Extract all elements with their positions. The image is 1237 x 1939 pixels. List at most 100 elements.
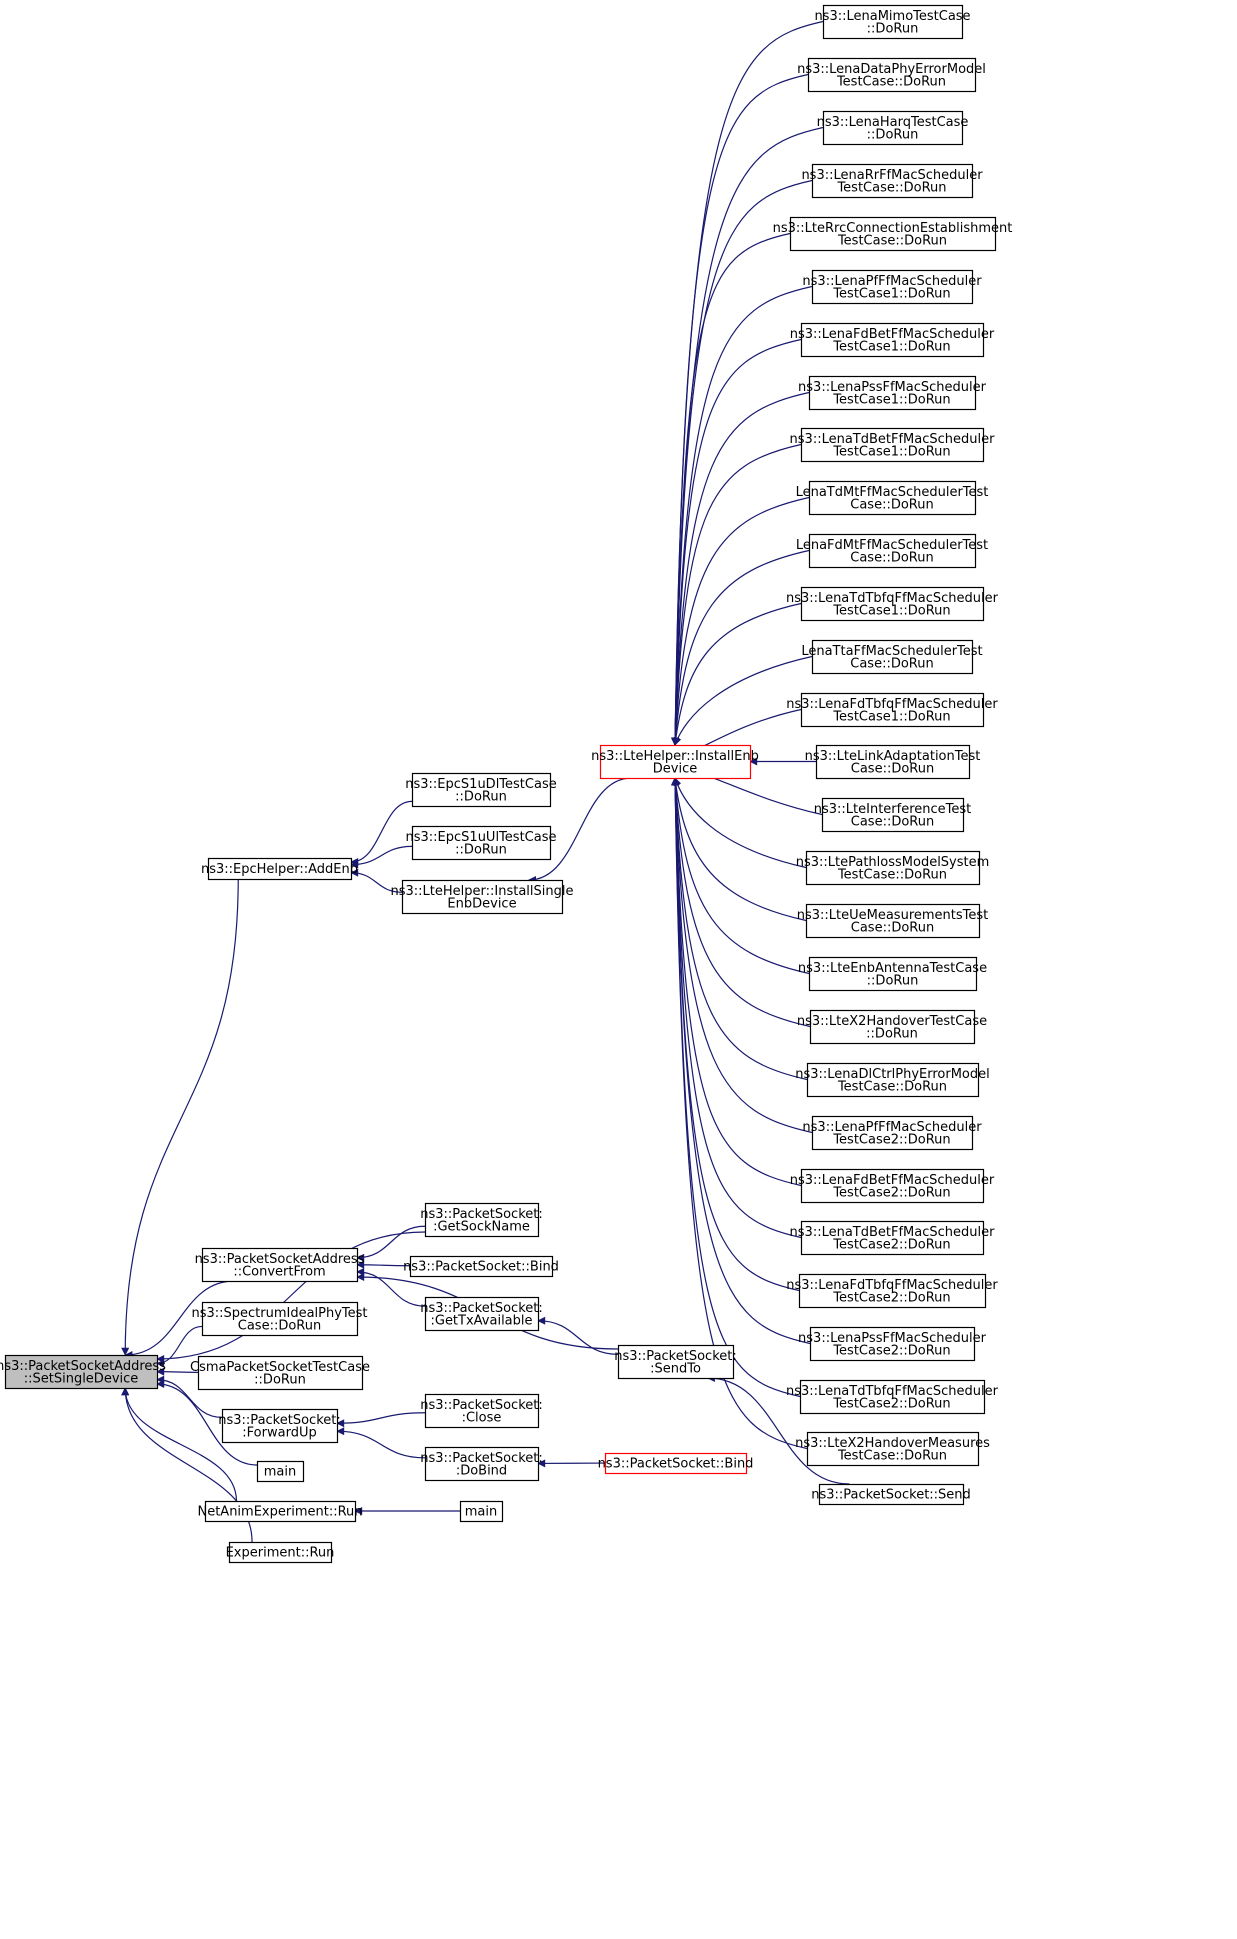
graph-node-c7[interactable]: Experiment::Run xyxy=(226,1541,335,1564)
node-box xyxy=(411,772,552,808)
node-box xyxy=(811,1115,974,1151)
graph-node-r8[interactable]: ns3::LenaTdBetFfMacSchedulerTestCase1::D… xyxy=(790,427,996,463)
graph-node-r27[interactable]: ns3::LteX2HandoverMeasuresTestCase::DoRu… xyxy=(795,1431,990,1467)
call-edge-c3-to-n0 xyxy=(156,1367,199,1376)
graph-node-r5[interactable]: ns3::LenaPfFfMacSchedulerTestCase1::DoRu… xyxy=(802,269,982,305)
node-box xyxy=(808,375,977,411)
graph-node-n3[interactable]: ns3::EpcS1uUlTestCase::DoRun xyxy=(406,825,557,861)
graph-node-d5[interactable]: ns3::PacketSocket::Close xyxy=(420,1393,543,1429)
call-edge-r4-to-n5 xyxy=(671,232,791,746)
graph-node-r18[interactable]: ns3::LteEnbAntennaTestCase::DoRun xyxy=(798,956,987,992)
node-box xyxy=(409,1255,554,1278)
call-edge-r20-to-n5 xyxy=(671,777,808,1081)
node-box xyxy=(806,1062,980,1098)
node-label-line: ns3::LenaPfFfMacScheduler xyxy=(802,1120,982,1135)
graph-node-n0[interactable]: ns3::PacketSocketAddress::SetSingleDevic… xyxy=(0,1354,166,1390)
node-label-line: Case::DoRun xyxy=(850,550,933,565)
graph-node-d6[interactable]: ns3::PacketSocket::DoBind xyxy=(420,1446,543,1482)
node-box xyxy=(806,1431,980,1467)
graph-node-d1[interactable]: ns3::PacketSocket::GetSockName xyxy=(420,1202,543,1238)
graph-node-r28[interactable]: ns3::PacketSocket::Send xyxy=(811,1483,971,1506)
focus-node-box xyxy=(4,1354,159,1390)
call-edge-d1-to-n0 xyxy=(156,1231,426,1363)
node-box xyxy=(811,163,974,199)
node-label-line: ns3::LenaTdBetFfMacScheduler xyxy=(790,432,996,447)
graph-node-r20[interactable]: ns3::LenaDlCtrlPhyErrorModelTestCase::Do… xyxy=(795,1062,990,1098)
call-edge-r7-to-n5 xyxy=(671,391,810,746)
graph-node-r7[interactable]: ns3::LenaPssFfMacSchedulerTestCase1::DoR… xyxy=(798,375,987,411)
node-label-line: TestCase::DoRun xyxy=(837,233,947,248)
node-label-line: ns3::PacketSocket: xyxy=(218,1413,340,1428)
graph-node-d4[interactable]: ns3::PacketSocket::SendTo xyxy=(614,1344,737,1380)
graph-node-r24[interactable]: ns3::LenaFdTbfqFfMacSchedulerTestCase2::… xyxy=(786,1273,998,1309)
node-box xyxy=(818,1483,965,1506)
graph-node-r26[interactable]: ns3::LenaTdTbfqFfMacSchedulerTestCase2::… xyxy=(786,1379,999,1415)
graph-node-d8[interactable]: main xyxy=(459,1500,504,1523)
node-box xyxy=(197,1355,364,1391)
graph-node-r1[interactable]: ns3::LenaDataPhyErrorModelTestCase::DoRu… xyxy=(797,57,986,93)
node-label-line: CsmaPacketSocketTestCase xyxy=(190,1360,370,1375)
node-label-line: TestCase::DoRun xyxy=(837,867,947,882)
node-label-line: TestCase::DoRun xyxy=(837,1079,947,1094)
node-box xyxy=(204,1500,357,1523)
graph-node-r22[interactable]: ns3::LenaFdBetFfMacSchedulerTestCase2::D… xyxy=(790,1168,995,1204)
node-label-line: ns3::PacketSocket: xyxy=(420,1398,542,1413)
graph-node-n2[interactable]: ns3::EpcS1uDlTestCase::DoRun xyxy=(405,772,557,808)
graph-node-r6[interactable]: ns3::LenaFdBetFfMacSchedulerTestCase1::D… xyxy=(790,322,995,358)
node-label-line: LenaTdMtFfMacSchedulerTest xyxy=(796,485,989,500)
graph-node-r21[interactable]: ns3::LenaPfFfMacSchedulerTestCase2::DoRu… xyxy=(802,1115,982,1151)
node-box xyxy=(815,744,971,780)
call-edge-c1-to-n0 xyxy=(124,1280,235,1359)
graph-node-r23[interactable]: ns3::LenaTdBetFfMacSchedulerTestCase2::D… xyxy=(790,1220,996,1256)
graph-node-r2[interactable]: ns3::LenaHarqTestCase::DoRun xyxy=(817,110,969,146)
node-box xyxy=(459,1500,504,1523)
graph-node-r11[interactable]: ns3::LenaTdTbfqFfMacSchedulerTestCase1::… xyxy=(786,586,999,622)
graph-node-d3[interactable]: ns3::PacketSocket::GetTxAvailable xyxy=(420,1296,543,1332)
graph-node-r4[interactable]: ns3::LteRrcConnectionEstablishmentTestCa… xyxy=(773,216,1013,252)
graph-node-r16[interactable]: ns3::LtePathlossModelSystemTestCase::DoR… xyxy=(796,850,990,886)
graph-node-c6[interactable]: NetAnimExperiment::Run xyxy=(197,1500,363,1523)
node-label-line: ns3::LenaFdTbfqFfMacScheduler xyxy=(786,697,998,712)
node-label-line: ns3::LenaPssFfMacScheduler xyxy=(798,1331,987,1346)
node-box xyxy=(808,480,977,516)
node-label-line: ns3::LenaTdBetFfMacScheduler xyxy=(790,1225,996,1240)
call-edge-d3-to-c1 xyxy=(356,1267,426,1307)
node-box xyxy=(256,1460,305,1483)
node-label-line: ns3::PacketSocket: xyxy=(420,1301,542,1316)
graph-node-c5[interactable]: main xyxy=(256,1460,305,1483)
node-box xyxy=(800,322,985,358)
node-box xyxy=(809,1009,976,1045)
graph-node-d7[interactable]: ns3::PacketSocket::Bind xyxy=(598,1452,754,1475)
node-label-line: ns3::LteUeMeasurementsTest xyxy=(797,908,989,923)
node-box xyxy=(207,857,353,881)
graph-node-d2[interactable]: ns3::PacketSocket::Bind xyxy=(403,1255,559,1278)
graph-node-c3[interactable]: CsmaPacketSocketTestCase::DoRun xyxy=(190,1355,370,1391)
node-label-line: TestCase2::DoRun xyxy=(832,1290,950,1305)
node-label-line: :Close xyxy=(462,1410,502,1425)
graph-node-r19[interactable]: ns3::LteX2HandoverTestCase::DoRun xyxy=(797,1009,987,1045)
graph-node-c4[interactable]: ns3::PacketSocket::ForwardUp xyxy=(218,1408,341,1444)
call-edge-c5-to-n0 xyxy=(156,1380,258,1466)
graph-node-n1[interactable]: ns3::EpcHelper::AddEnb xyxy=(201,857,358,881)
call-edge-d4-to-d3 xyxy=(537,1316,619,1355)
node-label-line: ::DoRun xyxy=(867,127,919,142)
graph-node-c1[interactable]: ns3::PacketSocketAddress::ConvertFrom xyxy=(195,1247,365,1283)
graph-node-r13[interactable]: ns3::LenaFdTbfqFfMacSchedulerTestCase1::… xyxy=(786,692,998,728)
graph-node-r0[interactable]: ns3::LenaMimoTestCase::DoRun xyxy=(814,4,971,40)
node-label-line: TestCase2::DoRun xyxy=(832,1237,950,1252)
node-label-line: ns3::LteRrcConnectionEstablishment xyxy=(773,221,1013,236)
node-label-line: ns3::LenaDlCtrlPhyErrorModel xyxy=(795,1067,990,1082)
node-label-line: ns3::LteEnbAntennaTestCase xyxy=(798,961,987,976)
graph-node-r25[interactable]: ns3::LenaPssFfMacSchedulerTestCase2::DoR… xyxy=(798,1326,987,1362)
node-label-line: ns3::LenaPfFfMacScheduler xyxy=(802,274,982,289)
